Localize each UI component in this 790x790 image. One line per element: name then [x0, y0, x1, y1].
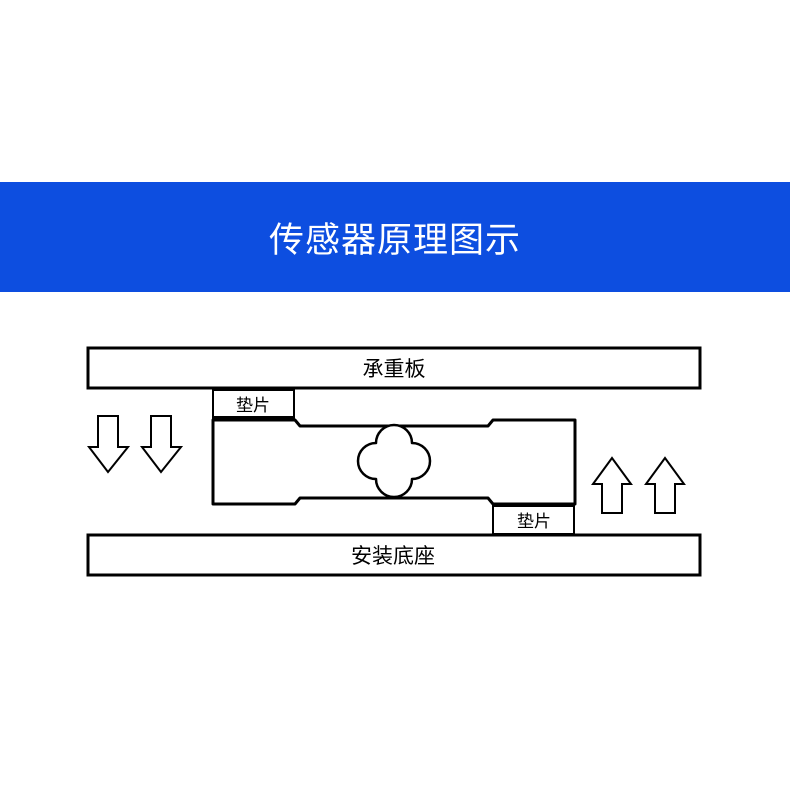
up-arrow-icon-2: [644, 456, 686, 514]
upper-shim-box: [212, 389, 295, 419]
top-plate-box: [86, 346, 702, 390]
top-plate: 承重板: [86, 346, 702, 390]
upper-shim: 垫片: [212, 389, 295, 420]
down-arrow-icon-2: [139, 415, 184, 474]
up-arrow-icon-1: [591, 456, 633, 514]
upper-shim-label: 垫片: [236, 396, 270, 416]
title-banner: 传感器原理图示: [0, 182, 790, 292]
page-title: 传感器原理图示: [268, 220, 521, 261]
lower-shim-label: 垫片: [517, 512, 551, 532]
lower-shim: 垫片: [492, 504, 575, 535]
down-arrow-icon-1: [86, 415, 131, 474]
top-plate-label: 承重板: [363, 357, 426, 381]
mounting-base: 安装底座: [86, 533, 702, 577]
strain-hole-cutout: [356, 423, 432, 499]
mounting-base-box: [86, 533, 702, 577]
mounting-base-label: 安装底座: [351, 544, 435, 568]
